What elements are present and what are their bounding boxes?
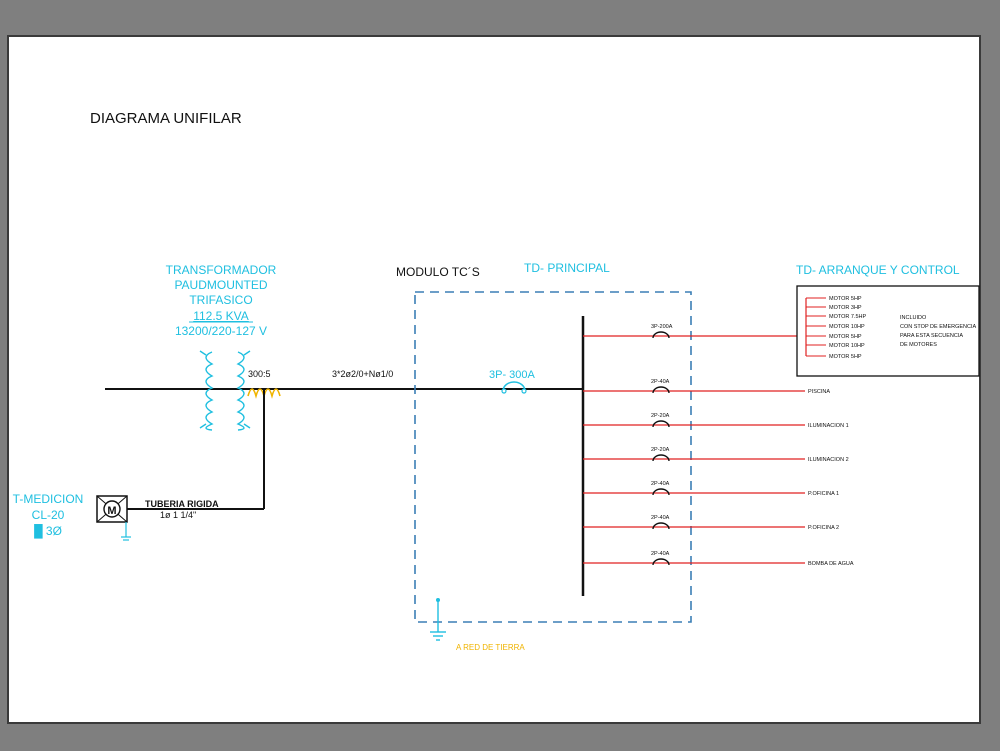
tierra-label: A RED DE TIERRA <box>456 643 525 652</box>
ground-icon <box>430 598 446 641</box>
branch-breaker-label: 2P-40A <box>651 551 670 557</box>
branch-row: 3P-200A <box>583 324 805 339</box>
main-breaker-label: 3P- 300A <box>489 369 536 381</box>
motor-label: MOTOR 5HP <box>829 296 862 302</box>
transformer-label-line: PAUDMOUNTED <box>174 278 267 292</box>
branch-load-label: BOMBA DE AGUA <box>808 561 854 567</box>
branch-row: 2P-40A P.OFICINA 2 <box>583 515 839 531</box>
td-arranque-note: INCLUIDO CON STOP DE EMERGENCIA PARA EST… <box>900 315 977 348</box>
transformer-label-line: TRIFASICO <box>189 293 252 307</box>
breaker-icon <box>652 420 670 428</box>
note-line: INCLUIDO <box>900 315 927 321</box>
branch-row: 2P-40A P.OFICINA 1 <box>583 481 839 497</box>
branch-load-label: ILUMINACION 1 <box>808 423 849 429</box>
breaker-icon <box>652 488 670 496</box>
conduit-label: TUBERIA RIGIDA <box>145 499 219 509</box>
note-line: DE MOTORES <box>900 342 937 348</box>
motor-label: MOTOR 7.5HP <box>829 314 867 320</box>
note-line: CON STOP DE EMERGENCIA <box>900 324 977 330</box>
drawing-sheet <box>7 35 981 724</box>
td-arranque-box <box>796 285 980 377</box>
breaker-icon <box>652 558 670 566</box>
branch-breaker-label: 2P-40A <box>651 379 670 385</box>
branch-load-label: P.OFICINA 2 <box>808 525 839 531</box>
modulo-tcs-box <box>414 291 692 623</box>
branch-row: 2P-40A PISCINA <box>583 379 830 395</box>
branch-circuits: 3P-200A 2P-40A PISCINA 2P-20A ILUMINACIO… <box>583 324 854 567</box>
branch-load-label: P.OFICINA 1 <box>808 491 839 497</box>
branch-row: 2P-20A ILUMINACION 2 <box>583 447 849 463</box>
breaker-icon <box>652 386 670 394</box>
breaker-icon <box>652 331 670 339</box>
medicion-label-line: CL-20 <box>32 508 65 522</box>
breaker-icon <box>652 454 670 462</box>
meter-icon: M <box>96 495 128 523</box>
meter-symbol: M <box>107 505 116 517</box>
motor-list: MOTOR 5HP MOTOR 3HP MOTOR 7.5HP MOTOR 10… <box>806 296 867 360</box>
ct-ratio: 300:5 <box>248 369 271 379</box>
branch-load-label: ILUMINACION 2 <box>808 457 849 463</box>
branch-breaker-label: 3P-200A <box>651 324 673 330</box>
medicion-label-line: █ 3Ø <box>34 524 62 539</box>
motor-label: MOTOR 5HP <box>829 334 862 340</box>
medicion-label-line: T-MEDICION <box>13 492 84 506</box>
motor-label: MOTOR 3HP <box>829 305 862 311</box>
transformer-voltage: 13200/220-127 V <box>175 324 267 338</box>
main-breaker-icon <box>501 381 527 394</box>
medicion-label: T-MEDICION CL-20 █ 3Ø <box>13 492 84 539</box>
branch-breaker-label: 2P-20A <box>651 447 670 453</box>
branch-breaker-label: 2P-20A <box>651 413 670 419</box>
branch-breaker-label: 2P-40A <box>651 481 670 487</box>
modulo-tcs-label: MODULO TC´S <box>396 265 480 279</box>
branch-load-label: PISCINA <box>808 389 830 395</box>
conduit-size: 1ø 1 1/4" <box>160 510 196 520</box>
motor-label: MOTOR 5HP <box>829 354 862 360</box>
branch-breaker-label: 2P-40A <box>651 515 670 521</box>
motor-label: MOTOR 10HP <box>829 343 865 349</box>
motor-label: MOTOR 10HP <box>829 324 865 330</box>
branch-row: 2P-20A ILUMINACION 1 <box>583 413 849 429</box>
td-arranque-title: TD- ARRANQUE Y CONTROL <box>796 263 960 277</box>
diagram-title: DIAGRAMA UNIFILAR <box>90 110 242 127</box>
transformer-coil-icon <box>199 350 251 431</box>
breaker-icon <box>652 522 670 530</box>
transformer-label-line: TRANSFORMADOR <box>166 263 277 277</box>
meter-ground-icon <box>121 522 131 541</box>
transformer-rating: 112.5 KVA <box>193 309 249 323</box>
note-line: PARA ESTA SECUENCIA <box>900 333 963 339</box>
transformer-label: TRANSFORMADOR PAUDMOUNTED TRIFASICO 112.… <box>166 263 277 338</box>
feeder-label: 3*2ø2/0+Nø1/0 <box>332 369 393 379</box>
td-principal-label: TD- PRINCIPAL <box>524 261 610 275</box>
branch-row: 2P-40A BOMBA DE AGUA <box>583 551 854 567</box>
